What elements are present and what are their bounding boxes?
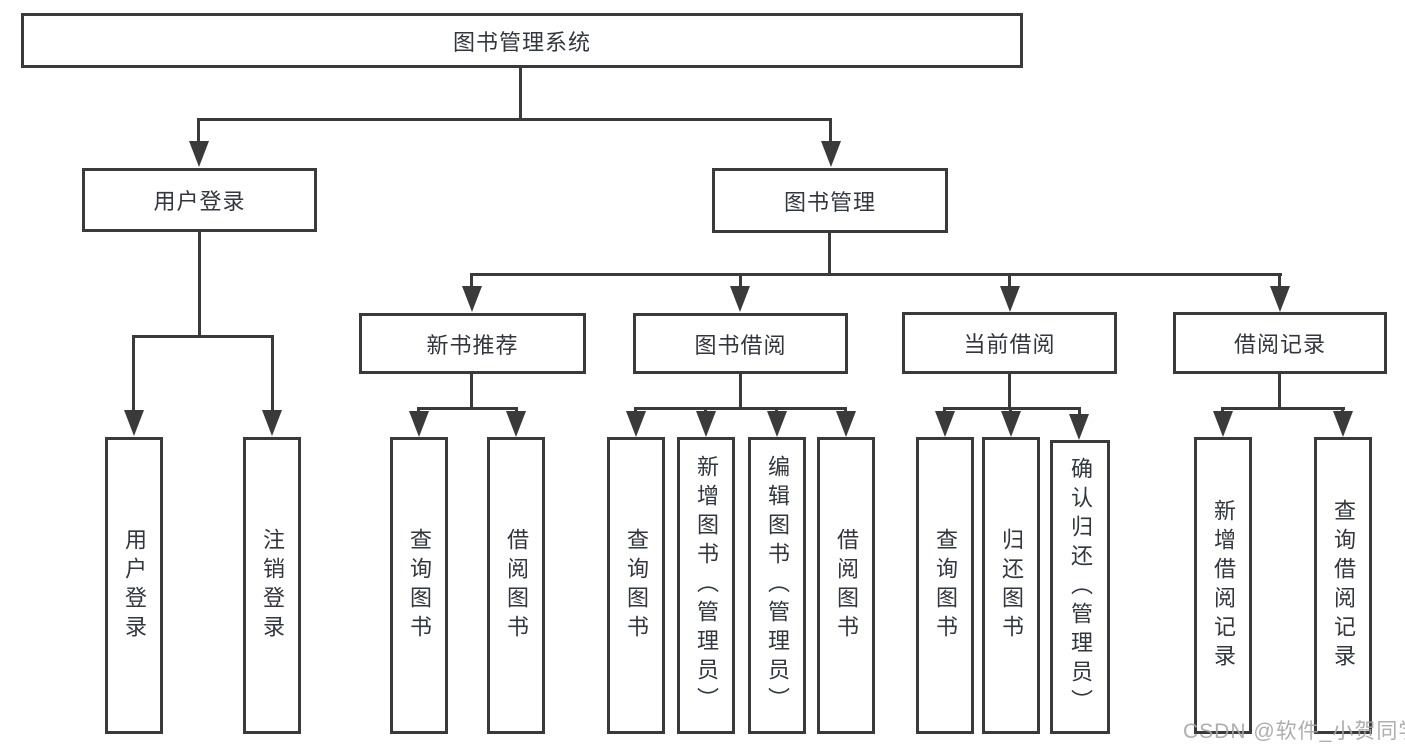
arrow-down-icon [696,411,716,437]
csdn-watermark: CSDN @软件_小贺同学 [1183,720,1405,743]
arrow-down-icon [821,141,841,167]
connector-line [1221,407,1345,410]
arrow-down-icon [1069,414,1089,440]
node-leaf-query-books-current: 查询图书 [916,437,974,734]
node-label: 当前借阅 [963,332,1056,357]
node-label: 确认归还（管理员） [1068,456,1093,718]
node-leaf-query-books-borrow: 查询图书 [607,437,665,734]
node-leaf-borrow-books: 借阅图书 [817,437,875,734]
connector-line [1008,273,1011,289]
arrow-down-icon [1000,286,1020,312]
arrow-down-icon [189,141,209,167]
node-label: 图书管理系统 [452,29,591,55]
node-leaf-query-books-recommend: 查询图书 [390,437,448,734]
connector-line [739,273,742,289]
node-label: 查询借阅记录 [1331,498,1356,673]
node-borrow-records: 借阅记录 [1173,312,1387,374]
arrow-down-icon [836,411,856,437]
arrow-down-icon [626,411,646,437]
node-label: 新书推荐 [426,332,519,358]
node-label: 新增借阅记录 [1211,498,1236,673]
node-label: 查询图书 [407,527,432,644]
node-label: 查询图书 [624,527,649,644]
connector-line [829,118,832,145]
arrow-down-icon [767,411,787,437]
connector-line [198,232,201,335]
connector-line [1008,374,1011,407]
node-label: 查询图书 [933,527,958,644]
node-label: 借阅图书 [504,527,529,644]
node-label: 借阅记录 [1233,332,1326,357]
arrow-down-icon [462,286,482,312]
arrow-down-icon [935,411,955,437]
node-label: 归还图书 [999,527,1024,644]
connector-line [1278,374,1281,407]
node-user-login: 用户登录 [82,168,317,232]
connector-line [1278,273,1281,289]
connector-line [132,335,274,338]
node-current-borrow: 当前借阅 [902,312,1117,374]
node-leaf-add-borrow-record: 新增借阅记录 [1194,437,1252,734]
arrow-down-icon [730,286,750,312]
node-leaf-edit-books-admin: 编辑图书（管理员） [748,437,806,734]
connector-line [132,335,135,413]
node-leaf-logout: 注销登录 [243,437,301,734]
connector-line [271,335,274,413]
connector-line [634,407,847,410]
connector-line [943,407,1081,410]
arrow-down-icon [1001,411,1021,437]
node-book-borrow: 图书借阅 [633,313,848,374]
node-label: 编辑图书（管理员） [765,455,790,716]
arrow-down-icon [1270,286,1290,312]
connector-line [1078,407,1081,415]
node-leaf-add-books-admin: 新增图书（管理员） [677,437,735,734]
node-label: 用户登录 [153,189,246,214]
connector-line [417,407,518,410]
connector-line [197,118,832,121]
arrow-down-icon [262,410,282,436]
node-label: 图书管理 [783,189,876,215]
arrow-down-icon [1333,411,1353,437]
connector-line [197,118,200,145]
node-leaf-user-login: 用户登录 [105,437,163,734]
connector-line [470,273,473,289]
node-label: 新增图书（管理员） [694,455,719,716]
node-label: 借阅图书 [834,527,859,644]
node-leaf-return-books: 归还图书 [982,437,1040,734]
node-label: 用户登录 [122,527,147,644]
node-new-book-recommend: 新书推荐 [359,313,586,374]
node-book-management: 图书管理 [712,168,948,233]
connector-line [470,374,473,407]
node-label: 图书借阅 [694,332,787,358]
arrow-down-icon [1213,411,1233,437]
connector-line [519,68,522,118]
node-leaf-query-borrow-record: 查询借阅记录 [1314,437,1372,734]
node-label: 注销登录 [260,527,285,644]
connector-line [739,374,742,407]
arrow-down-icon [124,410,144,436]
node-leaf-confirm-return-admin: 确认归还（管理员） [1050,440,1110,734]
arrow-down-icon [409,411,429,437]
connector-line [828,233,831,273]
arrow-down-icon [506,411,526,437]
connector-line [470,273,1282,276]
node-leaf-borrow-books-recommend: 借阅图书 [487,437,545,734]
node-root: 图书管理系统 [21,13,1023,68]
